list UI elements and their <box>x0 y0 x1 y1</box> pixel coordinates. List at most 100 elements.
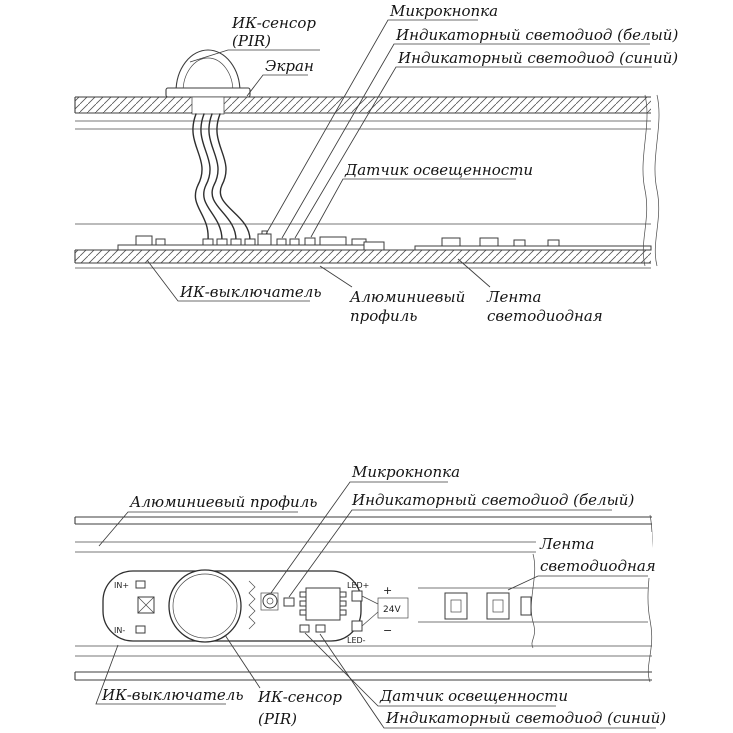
label-led-strip-line2: светодиодная <box>487 307 603 325</box>
wire-pad <box>230 238 242 246</box>
leader-ir-switch <box>146 259 310 302</box>
label-led-blue: Индикаторный светодиод (синий) <box>397 49 678 67</box>
plan-view: IN+ IN- <box>74 463 666 729</box>
profile-body-lines <box>75 120 651 269</box>
indicator-led-blue-section <box>289 238 300 246</box>
sensor-wires <box>192 113 251 241</box>
strip-break-line <box>530 553 536 649</box>
section-view: ИК-сенсор (PIR) Микрокнопка Индикаторный… <box>74 2 678 325</box>
pad <box>155 238 166 246</box>
label-ir-switch-plan: ИК-выключатель <box>101 686 244 704</box>
leader-aluminum-profile-plan <box>98 511 298 547</box>
label-light-sensor: Датчик освещенности <box>344 161 533 179</box>
marking-led-plus: LED+ <box>347 581 369 590</box>
power-terminals: + 24V − <box>361 584 409 637</box>
led-die <box>450 599 462 613</box>
smd-component <box>513 239 526 247</box>
indicator-led-white-plan <box>283 597 295 607</box>
marking-in-plus: IN+ <box>114 581 129 590</box>
label-ir-sensor-line2: (PIR) <box>232 32 271 50</box>
label-ir-switch: ИК-выключатель <box>179 283 322 301</box>
leader-led-strip-plan <box>507 575 648 591</box>
ic-chip-plan <box>299 587 347 621</box>
pir-neck <box>191 96 225 115</box>
labels-plan: Алюминиевый профиль Микрокнопка Индикато… <box>101 463 666 728</box>
label-aluminum-profile-plan: Алюминиевый профиль <box>129 493 317 511</box>
break-lines-section <box>642 94 660 267</box>
marking-led-minus: LED- <box>347 636 366 645</box>
leader-led-white-plan <box>288 509 612 598</box>
led-package <box>444 592 468 620</box>
in-minus-pad <box>135 625 146 634</box>
leader-ir-sensor-plan <box>224 634 261 689</box>
label-led-blue-plan: Индикаторный светодиод (синий) <box>385 709 666 727</box>
leader-led-white <box>281 43 650 239</box>
supply-box <box>377 597 409 619</box>
label-ir-sensor-line2-plan: (PIR) <box>258 710 297 728</box>
light-sensor-plan <box>299 624 310 633</box>
mounting-surface <box>74 96 651 114</box>
ir-sensor-lens-inner <box>172 573 238 639</box>
light-sensor-section <box>304 237 316 246</box>
leaders-plan <box>95 481 656 729</box>
pir-dome-inner <box>182 57 234 93</box>
label-led-strip-line1-plan: Лента <box>539 535 594 553</box>
led-strip-section <box>414 237 652 251</box>
pir-sensor-dome <box>165 49 251 115</box>
pir-dome-outer <box>175 49 241 93</box>
ir-sensor-lens-plan <box>168 569 242 643</box>
wire-pad <box>202 238 214 246</box>
led-strip-plan <box>444 553 536 649</box>
input-component <box>137 596 155 614</box>
leader-light-sensor-plan <box>304 632 556 707</box>
label-led-white-plan: Индикаторный светодиод (белый) <box>351 491 634 509</box>
solder-jumper-row <box>248 580 256 630</box>
leader-micro-button-plan <box>270 481 448 594</box>
switch-pcb-section <box>117 230 385 251</box>
label-led-strip-line2-plan: светодиодная <box>540 557 656 575</box>
led-strip-base <box>414 245 652 251</box>
marking-supply-voltage: 24V <box>383 605 401 615</box>
smd-component <box>520 596 532 616</box>
marking-supply-plus: + <box>383 584 392 597</box>
ic-chip-section <box>319 236 347 246</box>
leader-ir-switch-plan <box>95 644 226 705</box>
switch-module-plan: IN+ IN- <box>102 569 369 645</box>
leader-led-strip <box>457 258 491 288</box>
led-package <box>479 237 499 247</box>
micro-button-plan <box>260 592 279 611</box>
leader-screen <box>246 74 308 97</box>
pcb-board <box>117 244 381 251</box>
label-ir-sensor-line1-plan: ИК-сенсор <box>257 688 342 706</box>
label-ir-sensor-line1: ИК-сенсор <box>231 14 316 32</box>
marking-supply-minus: − <box>383 624 392 637</box>
label-backing <box>536 532 652 578</box>
leader-aluminum-profile <box>319 265 353 288</box>
label-led-strip-line1: Лента <box>486 288 541 306</box>
led-package <box>441 237 461 247</box>
indicator-led-blue-plan <box>315 624 326 633</box>
label-aluminum-profile-line2: профиль <box>350 307 417 325</box>
marking-in-minus: IN- <box>114 626 125 635</box>
label-aluminum-profile-line1: Алюминиевый <box>349 288 465 306</box>
micro-button-section <box>257 233 272 246</box>
leader-light-sensor <box>310 178 516 238</box>
smd-component <box>547 239 560 247</box>
leader-led-blue-plan <box>319 633 656 729</box>
label-screen: Экран <box>265 57 314 75</box>
wire-pad <box>244 238 256 246</box>
profile-base <box>74 249 651 264</box>
labels-section: ИК-сенсор (PIR) Микрокнопка Индикаторный… <box>179 2 678 325</box>
leaders-section <box>146 19 652 302</box>
leader-led-blue <box>294 66 652 239</box>
mounting-clip <box>363 241 385 251</box>
label-micro-button: Микрокнопка <box>389 2 498 20</box>
label-led-white: Индикаторный светодиод (белый) <box>395 26 678 44</box>
label-micro-button-plan: Микрокнопка <box>351 463 460 481</box>
wire-pad <box>216 238 228 246</box>
pir-flange <box>165 87 251 98</box>
leader-ir-sensor <box>189 49 320 63</box>
input-connector <box>135 235 153 246</box>
